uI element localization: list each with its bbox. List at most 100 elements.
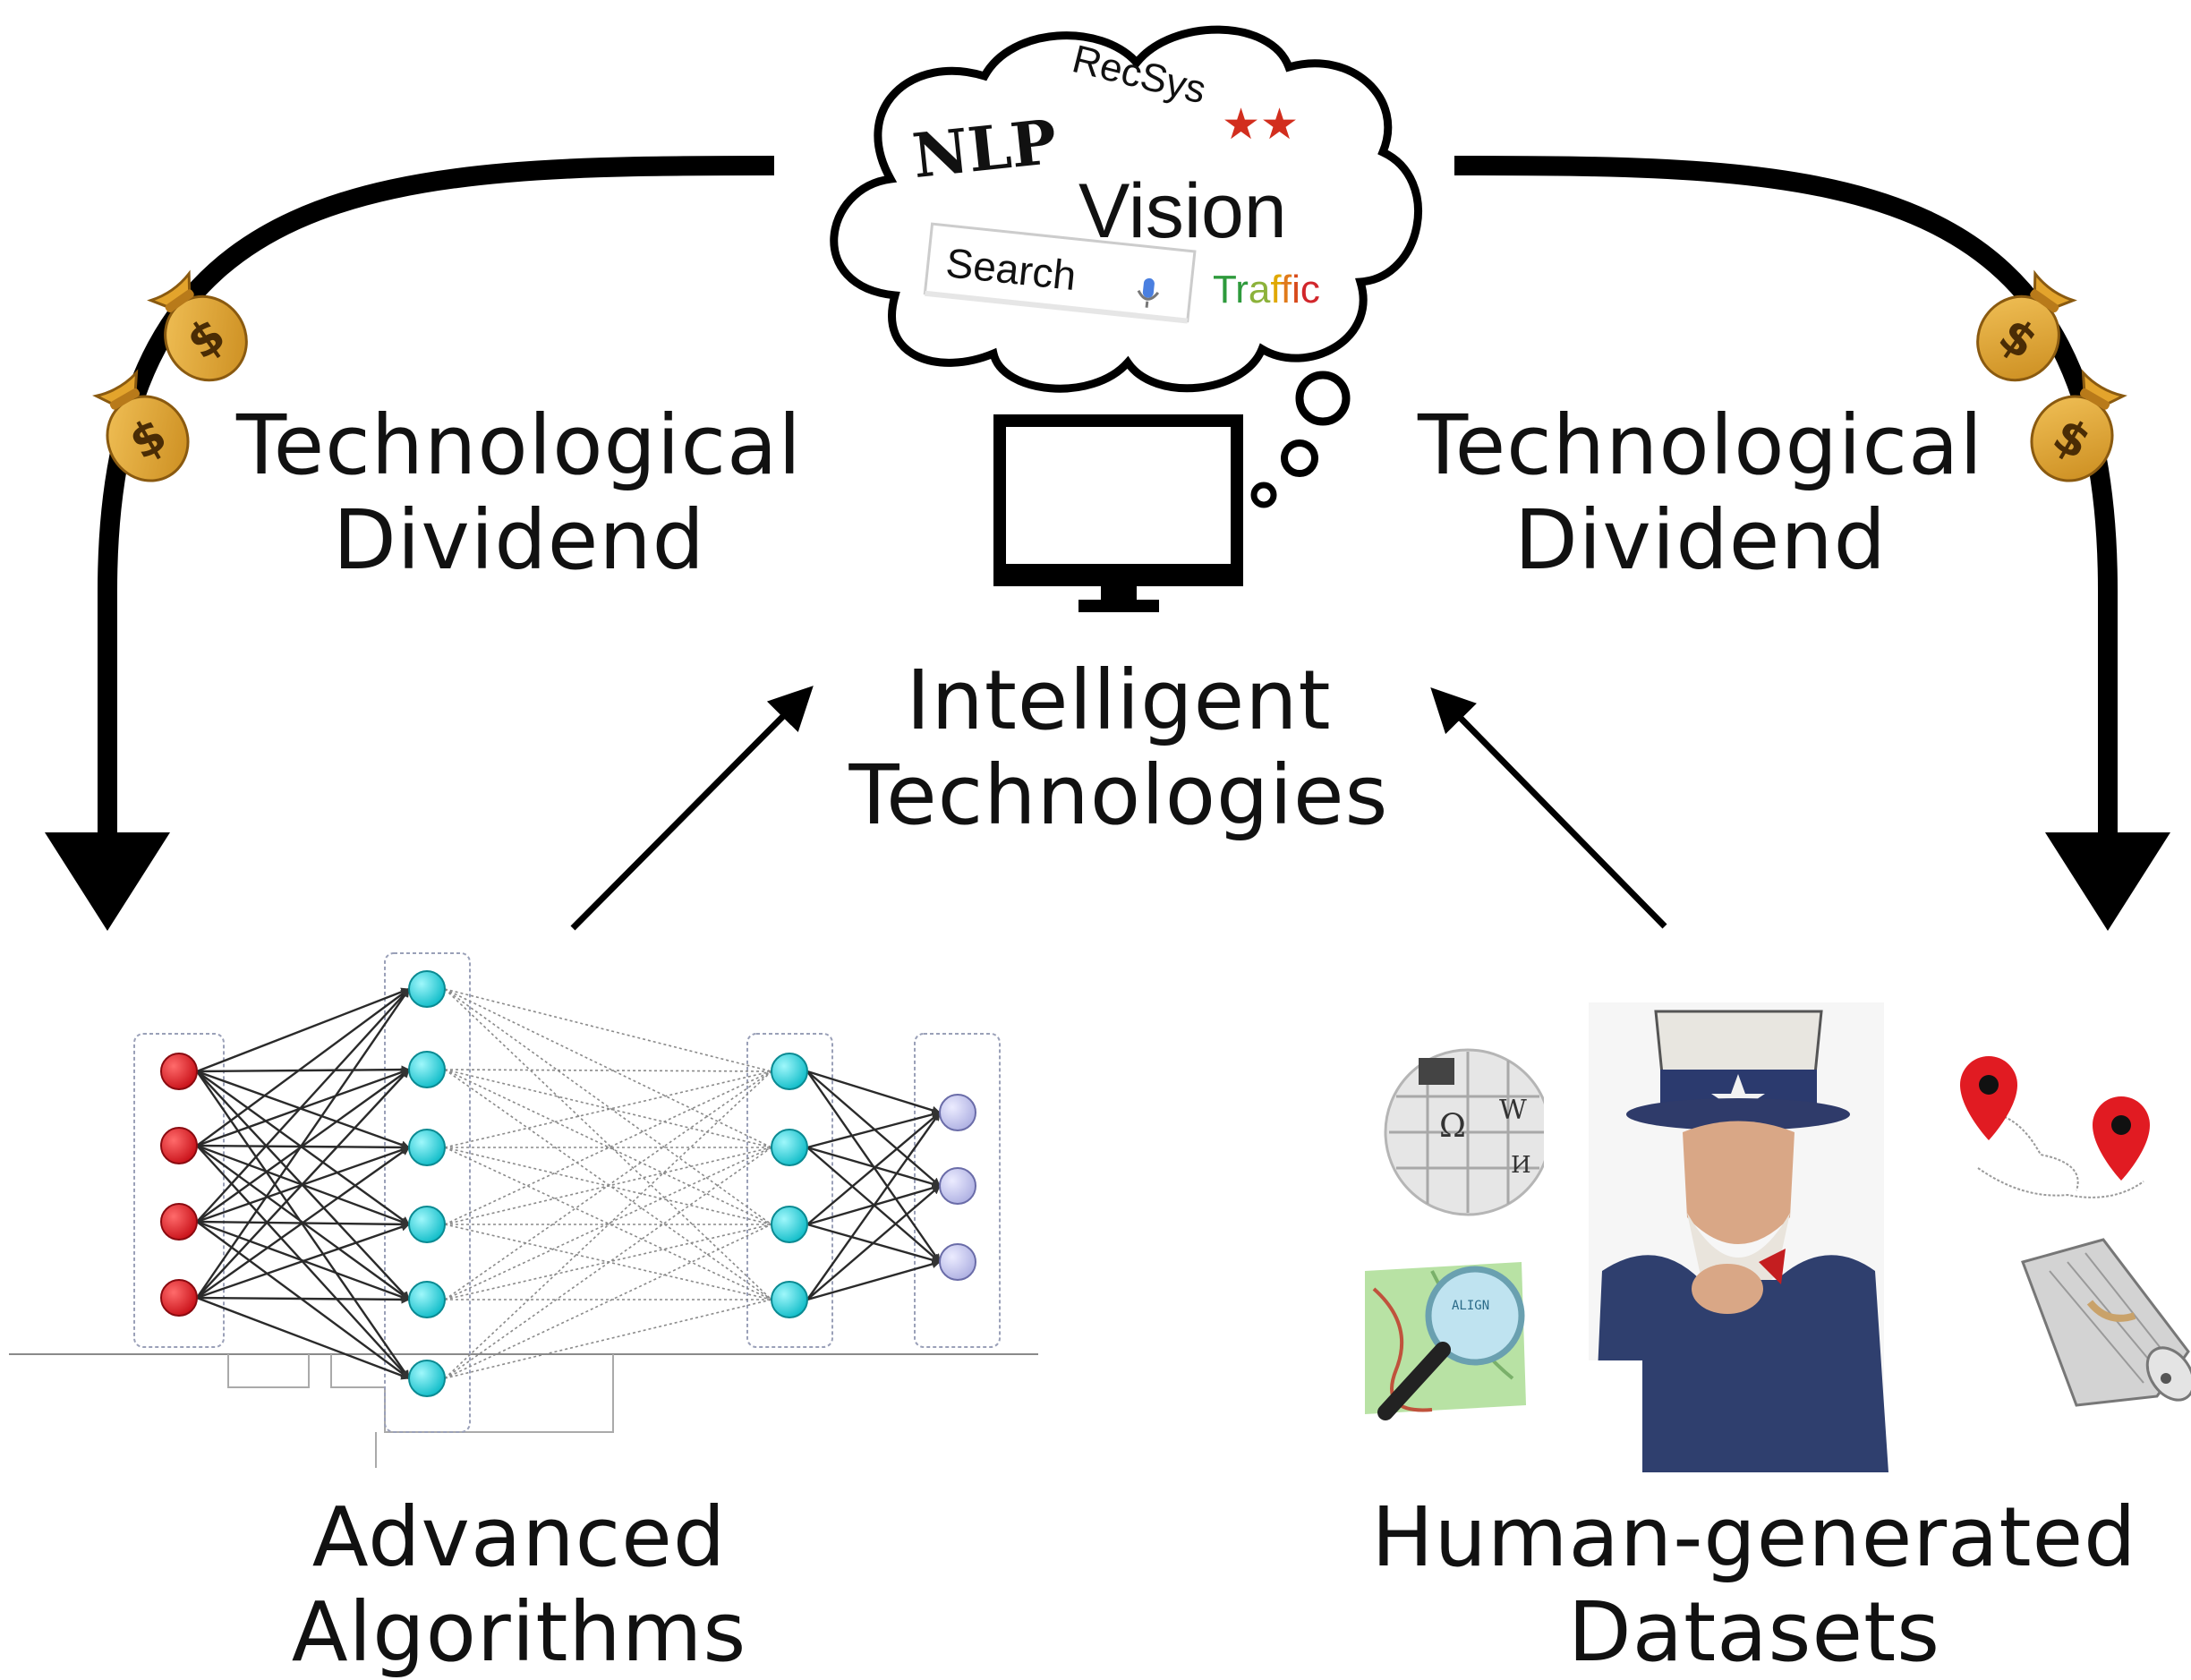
label-line: Dividend [1513, 492, 1888, 588]
nn-edge [196, 988, 410, 1147]
map-pins-icon [1960, 1056, 2150, 1198]
nn-edge [444, 988, 772, 1301]
svg-text:И: И [1511, 1152, 1531, 1179]
nn-edge [444, 1299, 772, 1379]
cloud-traffic: Traffic [1213, 268, 1320, 311]
output-node [939, 1243, 976, 1281]
svg-text:W: W [1499, 1095, 1527, 1126]
map-magnifier-icon: ALIGN [1365, 1262, 1526, 1420]
map-pin-icon [2093, 1096, 2150, 1181]
label-line: Human-generated [1371, 1489, 2137, 1585]
nn-edge [196, 1147, 410, 1299]
nn-edge [444, 1069, 772, 1225]
dividend-arrowhead-right [2045, 832, 2170, 931]
thought-bubble-medium [1281, 439, 1318, 477]
nn-edge [806, 1070, 941, 1187]
hidden-node [771, 1129, 808, 1166]
nn-edge [444, 1070, 772, 1225]
output-node [939, 1167, 976, 1205]
hidden-node [408, 1051, 446, 1088]
map-pin-icon [1960, 1056, 2017, 1140]
arrow-datasets-to-tech [1430, 687, 1667, 929]
uncle-sam-figure [1589, 1002, 1888, 1472]
hidden-node [408, 1129, 446, 1166]
nn-edge [196, 1295, 410, 1304]
monitor-icon [993, 414, 1243, 612]
nn-edge [444, 1224, 772, 1301]
label-line: Intelligent [906, 652, 1332, 748]
hidden-node [771, 1206, 808, 1243]
nn-edge [444, 1147, 772, 1301]
nn-edge [444, 988, 772, 1225]
nn-edge [806, 1112, 941, 1301]
nn-edge [196, 1069, 410, 1299]
nn-edge [196, 987, 410, 1073]
newspaper-roll-icon [2021, 1238, 2191, 1407]
nn-edge [444, 1070, 772, 1301]
hidden-node [408, 1360, 446, 1397]
nn-edge [196, 1068, 410, 1147]
money-bag-icon: $ [1976, 269, 2077, 382]
nn-edge [444, 988, 772, 1072]
cloud-vision: Vision [1078, 168, 1287, 254]
label-line: Advanced [311, 1489, 727, 1585]
label-human-generated-datasets: Human-generated Datasets [1325, 1490, 2184, 1680]
nn-edge [444, 988, 772, 1148]
svg-text:ALIGN: ALIGN [1452, 1299, 1489, 1313]
svg-text:Ω: Ω [1439, 1108, 1466, 1145]
nn-edge [806, 1185, 941, 1301]
arrow-algorithms-to-tech [570, 686, 814, 931]
microphone-icon [1137, 277, 1160, 308]
nn-edge [196, 988, 410, 1299]
search-bar: Search [923, 222, 1197, 324]
thought-bubble-small [1250, 482, 1277, 508]
hidden-node [408, 1206, 446, 1243]
nn-edge [196, 1070, 410, 1225]
money-bag-icon: $ [92, 369, 190, 482]
nn-edge [196, 1223, 410, 1300]
hidden-node [408, 1281, 446, 1318]
nn-edge [806, 1070, 941, 1115]
nn-edge [806, 1146, 941, 1189]
label-line: Algorithms [291, 1584, 747, 1680]
label-line: Technological [236, 397, 802, 493]
cloud-nlp: NLP [909, 107, 1061, 192]
label-line: Technologies [848, 747, 1389, 843]
hidden-node [408, 970, 446, 1008]
nn-edge [196, 1296, 410, 1380]
nn-edge [196, 1065, 410, 1074]
nn-edge [444, 1069, 772, 1072]
money-bag-icon: $ [2030, 369, 2127, 482]
nn-edge [444, 1069, 772, 1148]
hidden-node [771, 1281, 808, 1318]
label-intelligent-technologies: Intelligent Technologies [806, 653, 1432, 843]
nn-edge [444, 1070, 772, 1148]
cloud-stars: ★★ [1222, 99, 1299, 149]
neural-network [9, 952, 1038, 1468]
wikipedia-globe-icon: Ω W И [1384, 1043, 1562, 1222]
input-node [160, 1203, 198, 1241]
label-technological-dividend-left: Technological Dividend [206, 398, 832, 588]
nn-edge [196, 1070, 410, 1149]
label-line: Technological [1418, 397, 1983, 493]
hidden-node [771, 1053, 808, 1090]
nn-edge [444, 1147, 772, 1301]
money-bag-icon: $ [147, 269, 248, 382]
output-node [939, 1094, 976, 1131]
nn-edge [806, 1112, 941, 1225]
label-line: Datasets [1567, 1584, 1941, 1680]
nn-edge [444, 1147, 772, 1379]
label-line: Dividend [332, 492, 706, 588]
input-node [160, 1279, 198, 1317]
nn-edge [806, 1110, 941, 1149]
datasets-collage: Ω W И ALIGN [1365, 1002, 2191, 1472]
nn-edge [806, 1259, 941, 1301]
label-technological-dividend-right: Technological Dividend [1387, 398, 2014, 588]
nn-edge [444, 1069, 772, 1301]
input-node [160, 1053, 198, 1090]
input-node [160, 1127, 198, 1164]
dividend-arrowhead-left [45, 832, 170, 931]
nn-edge [196, 988, 410, 1223]
label-advanced-algorithms: Advanced Algorithms [206, 1490, 832, 1680]
